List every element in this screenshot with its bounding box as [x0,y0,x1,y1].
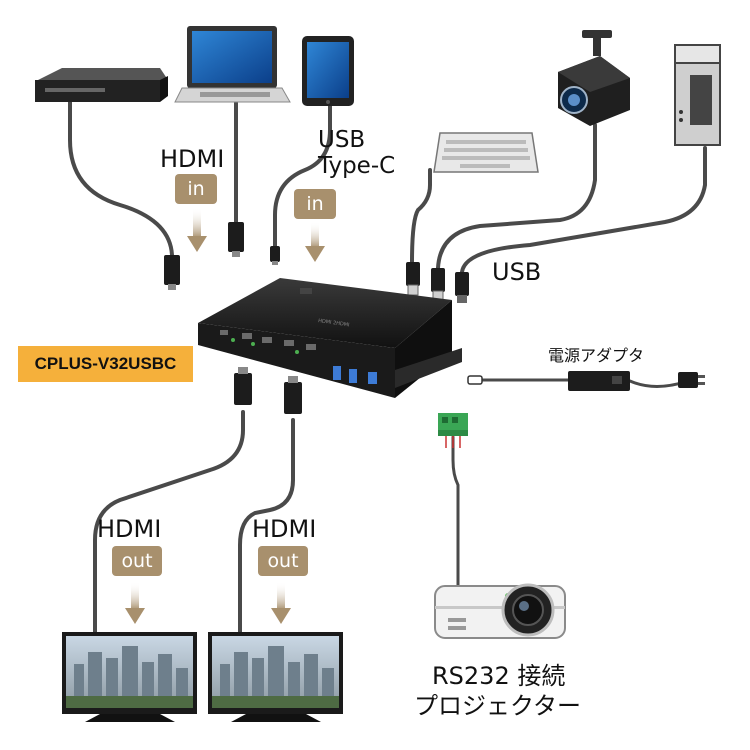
tablet-icon [302,36,354,106]
usb-connector-icon [455,272,469,296]
rs232-terminal-icon [438,413,468,448]
usb-camera-icon [558,30,630,126]
arrow-down-icon [271,582,291,624]
rs232-cable [451,435,460,590]
connectors [164,222,469,448]
monitor-left-icon [62,632,197,722]
usb-connector-icon [431,268,445,292]
projector-icon [434,583,566,639]
hdmi-connector-icon [164,255,180,285]
out-badge-left: out [112,546,162,576]
keyboard-icon [433,132,539,173]
cables [68,98,707,634]
arrow-down-icon [187,208,207,252]
hdmi-connector-icon [228,222,244,252]
hdmi-connector-icon [234,373,252,405]
arrow-down-icon [125,582,145,624]
device-usb-cable [460,146,707,274]
model-name: CPLUS-V32USBC [18,346,193,382]
power-adapter-label: 電源アダプタ [548,346,645,365]
usb-typec-label-line2: Type-C [318,153,396,179]
hdmi-out-left-cable [93,410,245,634]
in-badge-left: in [175,174,217,204]
hdmi-out-right-cable [238,418,295,634]
usb-label: USB [492,258,542,286]
projector-label-line1: RS232 接続 [432,662,566,690]
camera-usb-cable [436,123,597,270]
usb-connector-icon [406,262,420,286]
tablet-usbc-cable [273,103,332,248]
cplus-hub-icon: HDMI 2HDMI [198,278,462,398]
hdmi-connector-icon [284,382,302,414]
usb-device-icon [674,44,721,146]
in-badge-right: in [294,189,336,219]
usb-typec-label-line1: USB [318,127,366,153]
power-adapter-icon [467,371,705,391]
out-badge-right: out [258,546,308,576]
keyboard-usb-cable [410,168,432,264]
monitor-right-icon [208,632,343,722]
hdmi-out-right-label: HDMI [252,515,317,543]
bluray-player-icon [35,68,168,102]
laptop-icon [174,26,291,103]
hdmi-out-left-label: HDMI [97,515,162,543]
arrows [125,208,325,624]
projector-label-line2: プロジェクター [414,692,582,720]
arrow-down-icon [305,222,325,262]
svg-text:HDMI 2HDMI: HDMI 2HDMI [318,318,350,328]
player-hdmi-cable [68,98,174,257]
hdmi-in-label: HDMI [160,145,225,173]
usbc-connector-icon [270,246,280,262]
